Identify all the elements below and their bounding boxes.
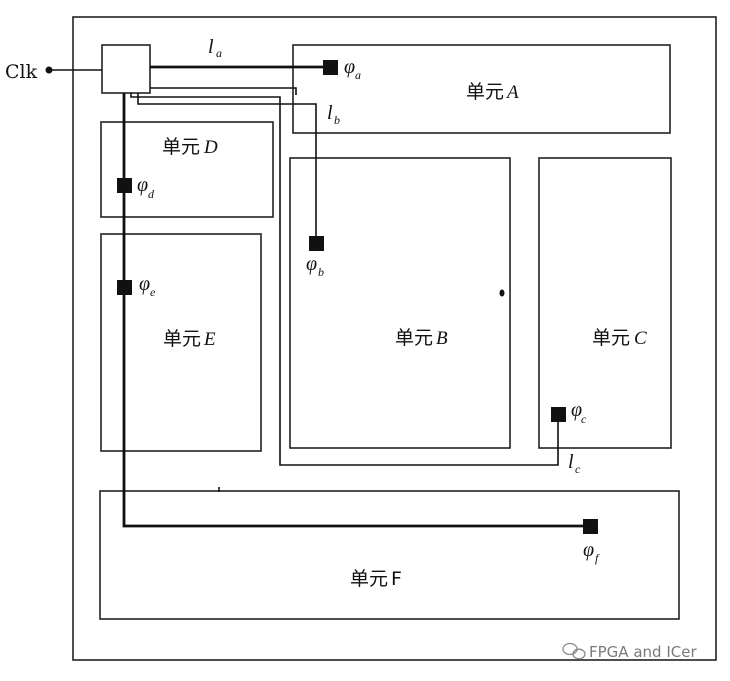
unit-d-block: [100, 121, 274, 218]
svg-text:单元: 单元: [163, 328, 201, 350]
node-label-phi-e: φ e: [139, 273, 156, 299]
unit-a-label: 单元 A: [466, 81, 519, 103]
svg-text:单元: 单元: [592, 327, 630, 349]
wire-lc: [130, 93, 559, 466]
svg-text:单元: 单元: [395, 327, 433, 349]
svg-text:b: b: [318, 265, 324, 279]
watermark: FPGA and ICer: [562, 642, 697, 661]
svg-text:c: c: [581, 412, 587, 426]
svg-text:A: A: [505, 82, 519, 103]
node-phi-b: [309, 236, 324, 251]
node-label-phi-f: φ f: [583, 539, 600, 565]
stray-mark: [499, 289, 505, 297]
node-label-phi-d: φ d: [137, 174, 155, 201]
clock-buffer: [101, 44, 151, 94]
wire-label-lb: l b: [327, 102, 340, 127]
unit-f-label: 单元 F: [350, 568, 402, 590]
clk-input-dot: [45, 66, 53, 74]
node-label-phi-a: φ a: [344, 56, 361, 82]
svg-text:FPGA and ICer: FPGA and ICer: [589, 643, 697, 661]
svg-text:a: a: [216, 46, 222, 60]
svg-text:C: C: [634, 328, 647, 349]
wire-lb: [137, 93, 317, 243]
unit-c-label: 单元 C: [592, 327, 647, 349]
node-label-phi-b: φ b: [306, 253, 324, 279]
node-phi-c: [551, 407, 566, 422]
wire-label-la: l a: [208, 36, 222, 60]
svg-text:D: D: [203, 137, 218, 158]
wire-lb-upper: [150, 87, 297, 95]
wire-label-lc: l c: [568, 451, 581, 476]
svg-text:a: a: [355, 68, 361, 82]
unit-e-label: 单元 E: [163, 328, 216, 350]
unit-a-block: [292, 44, 671, 134]
svg-text:f: f: [595, 551, 600, 565]
node-phi-f: [583, 519, 598, 534]
unit-e-block: [100, 233, 262, 452]
unit-f-block: [99, 490, 680, 620]
unit-c-block: [538, 157, 672, 449]
node-phi-e: [117, 280, 132, 295]
svg-text:φ: φ: [583, 539, 594, 561]
svg-text:φ: φ: [306, 253, 317, 275]
svg-text:l: l: [568, 451, 574, 473]
svg-text:F: F: [391, 568, 402, 590]
node-phi-a: [323, 60, 338, 75]
svg-text:c: c: [575, 462, 581, 476]
svg-text:φ: φ: [137, 174, 148, 196]
svg-text:单元: 单元: [466, 81, 504, 103]
svg-text:φ: φ: [571, 399, 582, 421]
chip-boundary: [72, 16, 717, 661]
svg-text:E: E: [203, 329, 216, 350]
svg-text:d: d: [148, 187, 155, 201]
svg-text:φ: φ: [344, 56, 355, 78]
svg-text:φ: φ: [139, 273, 150, 295]
node-phi-d: [117, 178, 132, 193]
svg-text:B: B: [436, 328, 448, 349]
svg-text:l: l: [208, 36, 214, 58]
svg-text:单元: 单元: [350, 568, 388, 590]
wire-trunk: [122, 93, 590, 528]
clk-label: Clk: [5, 61, 38, 83]
svg-text:e: e: [150, 285, 156, 299]
svg-text:b: b: [334, 113, 340, 127]
unit-b-block: [289, 157, 511, 449]
wechat-icon: [562, 642, 586, 660]
unit-d-label: 单元 D: [162, 136, 218, 158]
svg-text:l: l: [327, 102, 333, 124]
svg-text:单元: 单元: [162, 136, 200, 158]
unit-b-label: 单元 B: [395, 327, 448, 349]
node-label-phi-c: φ c: [571, 399, 587, 426]
